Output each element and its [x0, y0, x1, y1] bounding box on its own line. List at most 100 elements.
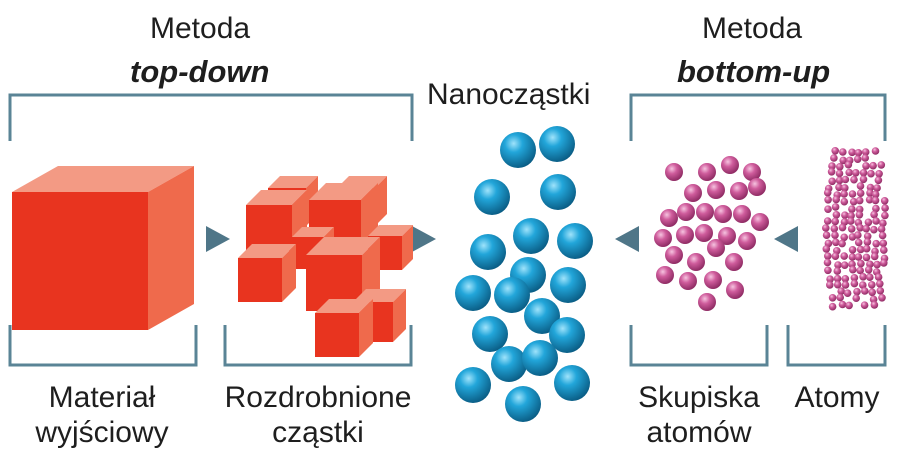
atom-dot: [824, 196, 832, 204]
atoms-dots: [822, 147, 889, 311]
atom-dot: [849, 265, 857, 274]
atom-cluster-dot: [748, 178, 766, 196]
nanoparticle-sphere: [474, 179, 510, 215]
atom-dot: [824, 266, 832, 275]
atom-cluster-dot: [707, 181, 725, 199]
atom-dot: [859, 281, 867, 289]
atom-dot: [850, 279, 859, 288]
small-cube: [315, 299, 373, 357]
atom-dot: [872, 239, 880, 248]
atom-dot: [844, 160, 853, 169]
nanoparticle-sphere: [539, 126, 575, 162]
atom-dot: [838, 239, 846, 248]
atom-dot: [880, 259, 888, 267]
atom-dot: [847, 225, 856, 233]
nanoparticle-sphere: [522, 340, 558, 376]
nanoparticle-sphere: [550, 267, 586, 303]
atom-dot: [871, 190, 880, 199]
source-material-label: Materiał wyjściowy: [35, 381, 169, 449]
atom-dot: [862, 162, 870, 170]
atom-cluster-dot: [660, 209, 678, 227]
atom-dot: [831, 252, 840, 260]
atom-dot: [848, 205, 856, 213]
bottom-up-bracket: [629, 93, 887, 141]
source-material-bracket: [8, 325, 198, 367]
atom-dot: [822, 231, 831, 239]
atom-dot: [853, 155, 862, 163]
atom-cluster-dot: [687, 253, 705, 271]
bottom-up-method-label: Metoda: [702, 12, 803, 45]
atom-dot: [836, 293, 844, 302]
atom-dot: [822, 245, 831, 253]
atom-dot: [828, 294, 837, 302]
atom-cluster-dot: [704, 271, 722, 289]
arrow-right-icon: [412, 226, 436, 252]
atom-dot: [877, 225, 886, 233]
atom-dot: [869, 161, 877, 170]
atom-dot: [827, 168, 836, 176]
atom-dot: [840, 197, 849, 206]
atom-cluster-dot: [751, 213, 769, 231]
atom-dot: [880, 246, 888, 254]
atom-dot: [833, 267, 842, 275]
nanoparticles-title: Nanocząstki: [427, 78, 591, 111]
atom-dot: [848, 253, 857, 261]
atom-dot: [854, 149, 863, 157]
atom-dot: [855, 211, 864, 219]
atom-dot: [872, 204, 880, 213]
atom-dot: [878, 231, 887, 240]
nanoparticles-spheres: [455, 126, 593, 422]
atom-dot: [841, 281, 850, 289]
atom-dot: [833, 280, 842, 289]
atom-cluster-dot: [725, 253, 743, 271]
nanoparticle-sphere: [540, 174, 576, 210]
atom-dot: [855, 196, 864, 205]
atom-cluster-dot: [665, 246, 683, 264]
atom-dot: [832, 211, 841, 219]
nanoparticle-sphere: [557, 223, 593, 259]
nanoparticle-sphere: [455, 275, 491, 311]
atom-dot: [873, 260, 881, 269]
atom-dot: [828, 302, 837, 311]
atom-dot: [852, 294, 860, 303]
top-down-method-label: Metoda: [150, 12, 251, 45]
nanoparticle-sphere: [513, 218, 549, 254]
atom-dot: [875, 170, 883, 178]
atom-dot: [824, 205, 832, 213]
atom-cluster-dot: [676, 226, 694, 244]
atom-dot: [855, 205, 864, 214]
fragmented-particles-label: Rozdrobnione cząstki: [224, 381, 412, 449]
atom-clusters-bracket: [629, 325, 769, 367]
top-down-bracket: [8, 93, 414, 141]
atom-dot: [859, 169, 868, 177]
atom-dot: [871, 196, 880, 205]
atom-clusters-dots: [654, 156, 769, 311]
atom-dot: [837, 287, 845, 296]
atom-dot: [830, 224, 839, 233]
atom-dot: [861, 287, 869, 295]
atom-dot: [823, 258, 832, 267]
atom-dot: [848, 190, 857, 198]
atom-cluster-dot: [733, 205, 751, 223]
atom-dot: [834, 261, 842, 269]
atom-cluster-dot: [718, 227, 736, 245]
arrow-right-icon: [206, 226, 230, 252]
atom-cluster-dot: [698, 293, 716, 311]
atom-dot: [870, 225, 878, 234]
atom-cluster-dot: [665, 163, 683, 181]
atom-dot: [854, 238, 863, 247]
atom-dot: [850, 175, 858, 184]
nanoparticle-sphere: [549, 317, 585, 353]
atom-dot: [843, 289, 852, 298]
top-down-method-name: top-down: [130, 54, 270, 89]
atom-dot: [845, 168, 853, 177]
atom-dot: [873, 184, 881, 192]
fragmented-particles-bracket: [223, 325, 413, 367]
atoms-bracket: [786, 325, 887, 367]
atom-dot: [876, 287, 885, 295]
atom-dot: [840, 190, 848, 198]
atom-dot: [841, 175, 850, 184]
nanoparticle-sphere: [554, 365, 590, 401]
atom-dot: [852, 169, 860, 177]
small-cube: [238, 244, 296, 302]
